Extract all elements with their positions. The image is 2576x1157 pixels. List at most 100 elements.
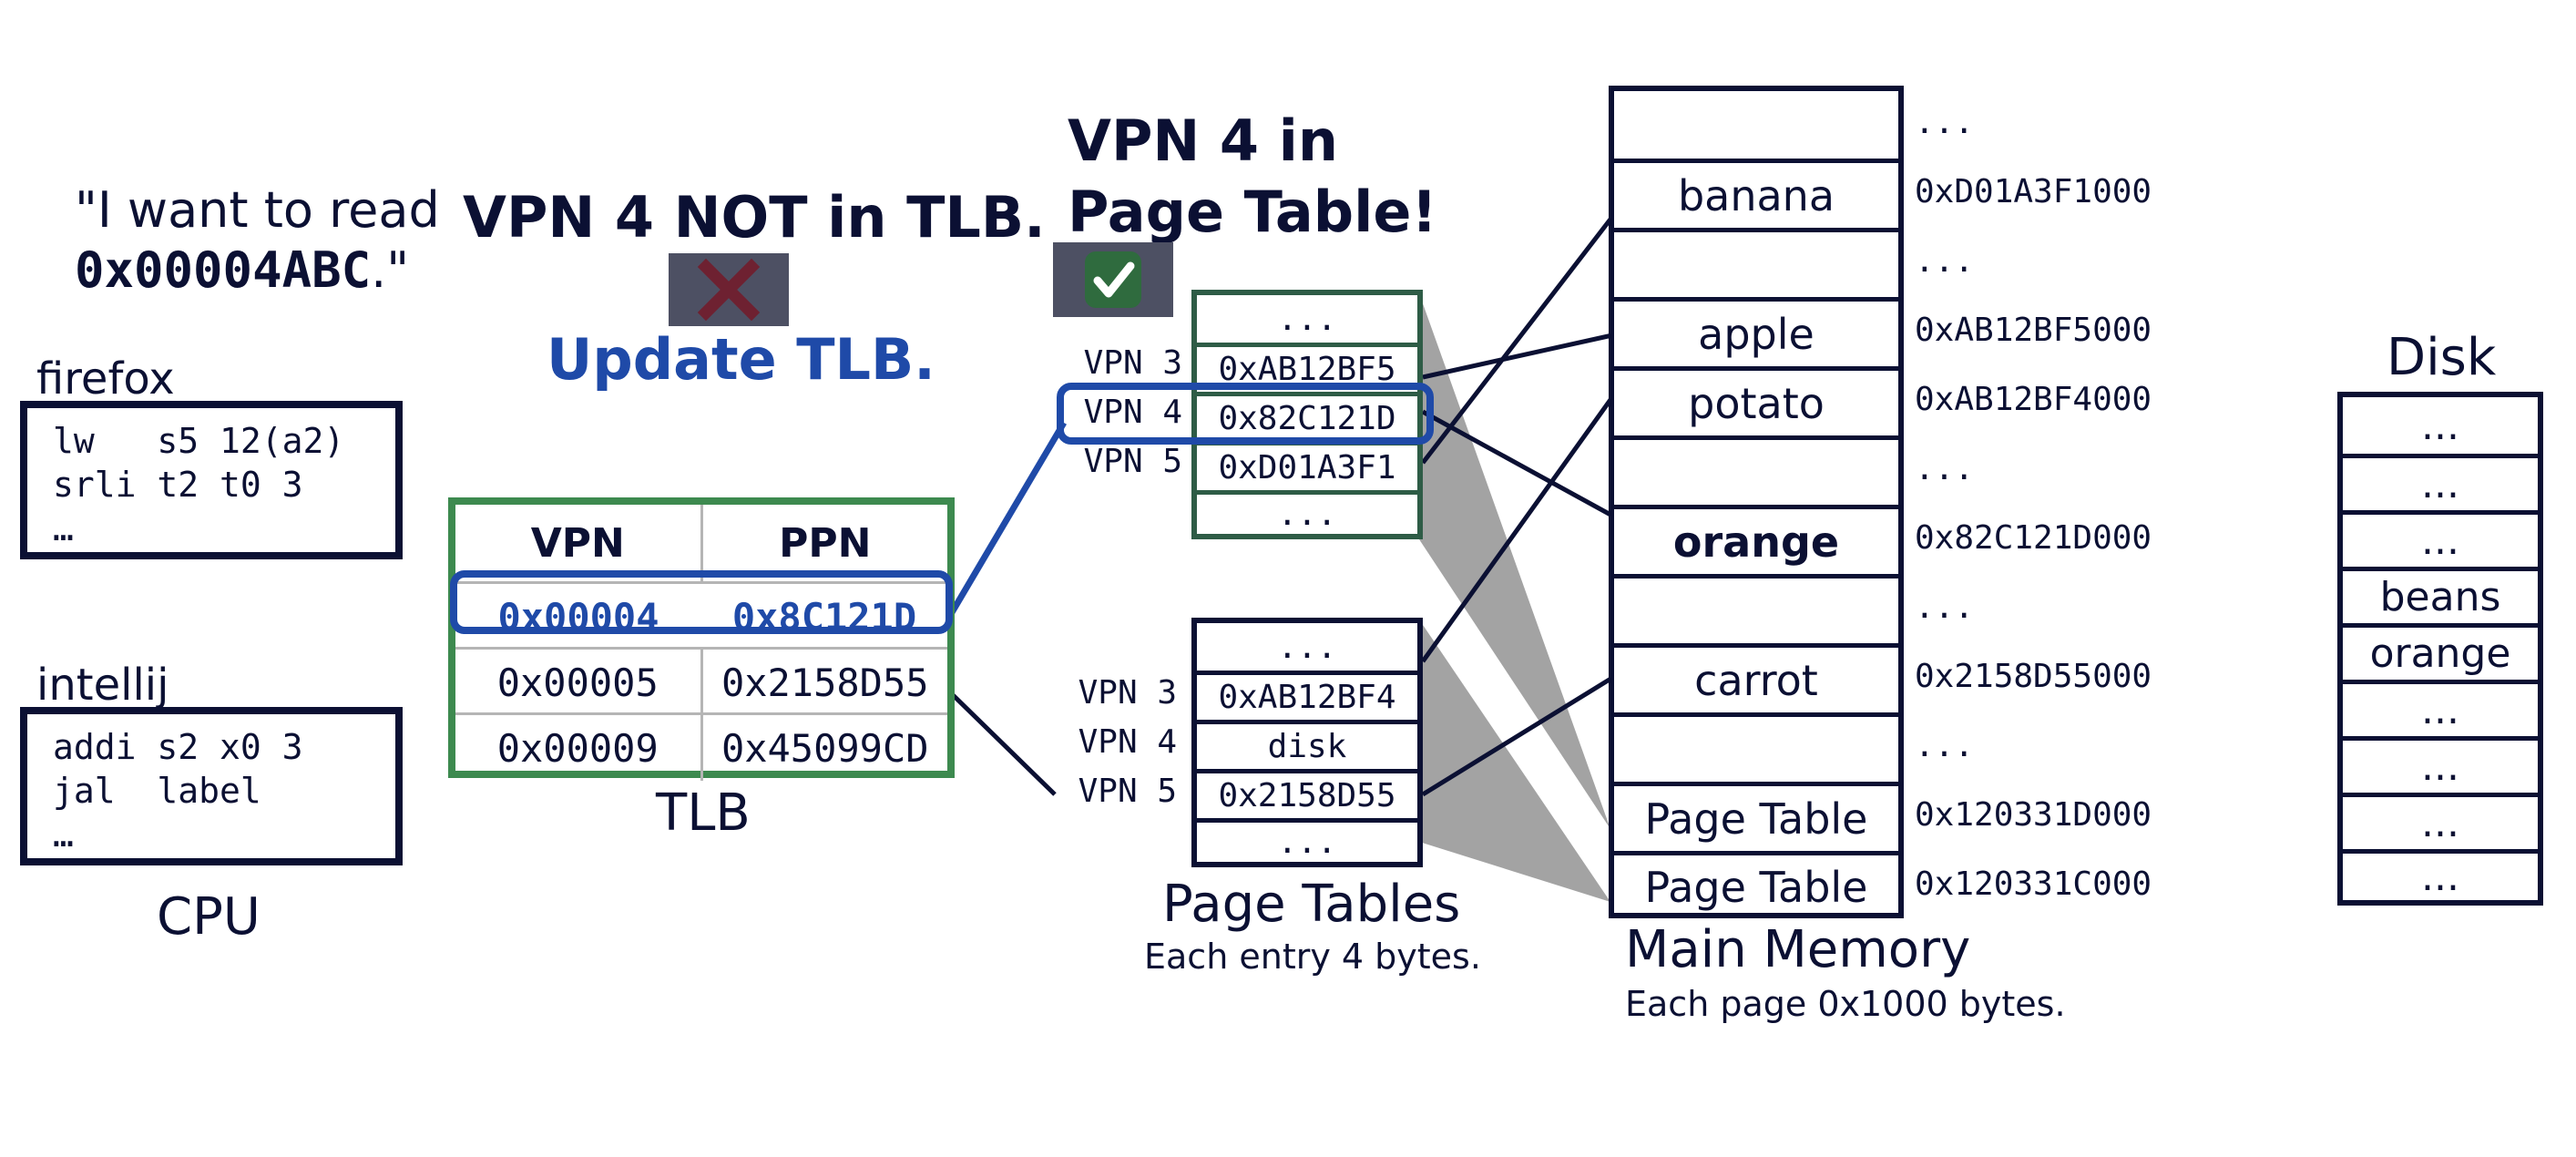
pt-entry: ...	[1197, 818, 1417, 862]
main-memory-table: banana apple potato orange carrot Page T…	[1609, 86, 1904, 918]
memory-address: 0x120331C000	[1915, 865, 2152, 903]
cpu-caption: CPU	[157, 887, 261, 947]
page-table-2-shade	[1419, 619, 1610, 902]
tlb-row-to-vpn5-link	[944, 686, 1057, 796]
tlb-to-page-table-link	[947, 421, 1068, 616]
memory-address: 0x2158D55000	[1915, 658, 2152, 695]
code-line: …	[53, 814, 74, 855]
pt2-vpn-label: VPN 4	[1078, 723, 1177, 761]
quote-end: ."	[371, 241, 410, 299]
disk-block: ...	[2343, 736, 2538, 793]
tlb-updated-row-highlight	[450, 570, 953, 634]
page-table-hit-headline: VPN 4 in Page Table!	[1068, 106, 1437, 248]
main-memory-caption: Main Memory	[1625, 920, 1971, 979]
read-request-quote: "I want to read 0x00004ABC."	[75, 180, 440, 301]
memory-page: Page Table	[1614, 782, 1898, 851]
memory-address: 0xD01A3F1000	[1915, 173, 2152, 210]
code-line: addi s2 x0 3	[53, 727, 303, 767]
tlb-header-ppn: PPN	[700, 505, 948, 581]
pt1-vpn-label: VPN 5	[1083, 443, 1182, 480]
pt1-vpn-label: VPN 3	[1083, 344, 1182, 382]
code-line: jal label	[53, 771, 261, 811]
memory-page: orange	[1614, 505, 1898, 574]
memory-address: ...	[1915, 589, 1975, 626]
tlb-ppn-cell: 0x45099CD	[700, 715, 948, 781]
memory-page	[1614, 228, 1898, 297]
quote-line-1: "I want to read	[75, 181, 440, 239]
memory-page	[1614, 91, 1898, 159]
memory-address: 0xAB12BF5000	[1915, 312, 2152, 349]
pt2-vpn3-to-potato	[1420, 395, 1615, 663]
memory-page: apple	[1614, 297, 1898, 366]
check-mark-icon	[1053, 242, 1173, 317]
tlb-caption: TLB	[656, 783, 751, 843]
memory-page: Page Table	[1614, 851, 1898, 918]
memory-page	[1614, 574, 1898, 643]
code-line: lw s5 12(a2)	[53, 421, 345, 461]
pt1-vpn4-highlight	[1057, 383, 1434, 445]
disk-block: ...	[2343, 454, 2538, 510]
tlb-header-vpn: VPN	[530, 519, 625, 567]
page-table-1: ... 0xAB12BF5 0x82C121D 0xD01A3F1 ...	[1191, 290, 1423, 539]
code-line: srli t2 t0 3	[53, 465, 303, 505]
pt1-vpn3-to-apple	[1422, 333, 1613, 380]
tlb-miss-headline: VPN 4 NOT in TLB.	[463, 184, 1046, 251]
memory-address: 0xAB12BF4000	[1915, 381, 2152, 418]
pt1-vpn5-to-banana	[1421, 215, 1614, 465]
tlb-table: VPN PPN 0x00004 0x8C121D 0x00005 0x2158D…	[448, 497, 955, 781]
pt-entry: ...	[1277, 628, 1337, 666]
pt-entry: 0xAB12BF4	[1197, 671, 1417, 720]
pt-entry: ...	[1277, 300, 1337, 338]
update-tlb-text: Update TLB.	[547, 326, 935, 393]
disk-block: ...	[2343, 793, 2538, 849]
pt1-vpn4-to-orange	[1421, 409, 1614, 518]
tlb-vpn-cell: 0x00009	[496, 725, 659, 771]
page-table-1-shade	[1419, 293, 1610, 829]
quote-address: 0x00004ABC	[75, 241, 372, 299]
memory-page: carrot	[1614, 643, 1898, 712]
pt-entry: 0x82C121D	[1197, 392, 1417, 441]
disk-block: ...	[2421, 402, 2459, 449]
pt-entry: 0xAB12BF5	[1197, 343, 1417, 392]
headline-line-1: VPN 4 in	[1068, 108, 1339, 174]
memory-address: ...	[1915, 242, 1975, 280]
memory-address: ...	[1915, 450, 1975, 487]
pt2-vpn-label: VPN 3	[1078, 674, 1177, 712]
memory-address: ...	[1915, 727, 1975, 764]
disk-block: orange	[2343, 623, 2538, 680]
pt-entry: disk	[1197, 720, 1417, 769]
memory-page	[1614, 435, 1898, 505]
page-tables-caption: Page Tables	[1162, 875, 1461, 934]
tlb-ppn-cell: 0x2158D55	[700, 650, 948, 715]
cross-mark-icon	[669, 253, 789, 326]
pt1-vpn-label: VPN 4	[1083, 394, 1182, 431]
process-label-intellij: intellij	[36, 660, 169, 711]
memory-address: 0x120331D000	[1915, 796, 2152, 834]
memory-address: ...	[1915, 104, 1975, 141]
tlb-row: 0x00005 0x2158D55	[455, 647, 947, 715]
code-line: …	[53, 508, 74, 548]
disk-title: Disk	[2387, 328, 2497, 387]
memory-address: 0x82C121D000	[1915, 519, 2152, 557]
page-tables-subcaption: Each entry 4 bytes.	[1144, 937, 1481, 977]
memory-page	[1614, 712, 1898, 782]
tlb-vpn-cell: 0x00005	[496, 660, 659, 705]
headline-line-2: Page Table!	[1068, 179, 1437, 245]
main-memory-subcaption: Each page 0x1000 bytes.	[1625, 984, 2066, 1024]
pt2-vpn5-to-carrot	[1421, 675, 1614, 797]
pt-entry: ...	[1197, 490, 1417, 534]
pt-entry: 0x2158D55	[1197, 769, 1417, 818]
memory-page: potato	[1614, 366, 1898, 435]
tlb-row: 0x00009 0x45099CD	[455, 712, 947, 781]
memory-page: banana	[1614, 159, 1898, 228]
tlb-header-row: VPN PPN	[455, 505, 947, 581]
disk-block: ...	[2343, 510, 2538, 567]
pt-entry: 0xD01A3F1	[1197, 441, 1417, 490]
disk-block: beans	[2343, 567, 2538, 623]
code-box-firefox: lw s5 12(a2)srli t2 t0 3…	[20, 401, 403, 559]
page-table-2: ... 0xAB12BF4 disk 0x2158D55 ...	[1191, 618, 1423, 867]
disk-block: ...	[2343, 849, 2538, 900]
disk-table: ... ... ... beans orange ... ... ... ...	[2337, 392, 2543, 906]
